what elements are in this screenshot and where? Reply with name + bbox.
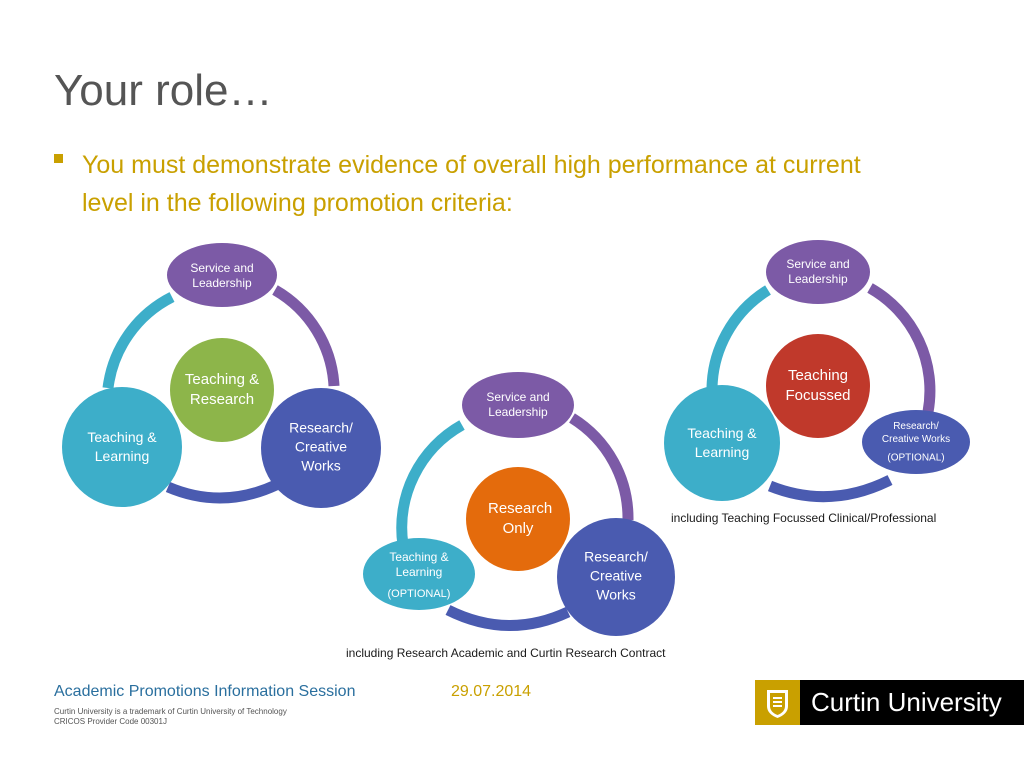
footer-date: 29.07.2014 [451, 683, 532, 700]
node-teaching-learning-optional [363, 538, 475, 610]
label-right-service-leadership: Service and Leadership [786, 257, 850, 286]
label-left-research-creative: Research/ Creative Works [289, 419, 353, 474]
footer-trademark: Curtin University is a trademark of Curt… [54, 707, 287, 716]
footer-cricos: CRICOS Provider Code 00301J [54, 717, 167, 726]
node-research-creative [261, 388, 381, 508]
bullet-text: You must demonstrate evidence of overall… [82, 151, 861, 217]
label-mid-teaching-learning: Teaching & Learning [389, 550, 449, 579]
diagram-research-only [363, 372, 675, 636]
node-teaching-learning [664, 385, 780, 501]
label-right-center: Teaching Focussed [785, 367, 851, 404]
node-research-creative [557, 518, 675, 636]
arc-bottom [445, 605, 571, 631]
arc-right-top [867, 283, 936, 413]
label-left-service-leadership: Service and Leadership [190, 261, 254, 290]
node-center-research-only [466, 467, 570, 571]
node-center-teaching-focussed [766, 334, 870, 438]
label-left-center: Teaching & Research [184, 371, 260, 408]
node-service-leadership [766, 240, 870, 304]
arc-right-top [272, 285, 340, 387]
diagram-teaching-and-research [62, 243, 381, 508]
diagram-teaching-focussed [664, 240, 970, 503]
label-right-research-optional: (OPTIONAL) [887, 452, 945, 464]
curtin-shield-icon [755, 680, 800, 725]
label-mid-service-leadership: Service and Leadership [486, 390, 550, 419]
label-right-research-creative: Research/ Creative Works [881, 421, 951, 445]
arc-bottom [767, 475, 893, 503]
arc-right-top [569, 413, 634, 521]
arc-bottom [165, 479, 279, 504]
slide-title: Your role… [54, 66, 273, 115]
node-teaching-learning [62, 387, 182, 507]
curtin-shield-graphic [755, 680, 800, 725]
label-right-teaching-learning: Teaching & Learning [687, 425, 757, 460]
footer-legal: Curtin University is a trademark of Curt… [54, 707, 287, 727]
node-research-creative-optional [862, 410, 970, 474]
label-mid-center: Research Only [488, 500, 553, 537]
curtin-logo-text: Curtin University [811, 687, 1002, 717]
footer-session-title: Academic Promotions Information Session [54, 683, 356, 700]
bullet-square-icon [54, 154, 63, 163]
caption-teaching-focussed: including Teaching Focussed Clinical/Pro… [671, 511, 937, 525]
node-service-leadership [462, 372, 574, 438]
caption-research-only: including Research Academic and Curtin R… [346, 646, 666, 660]
bullet-point: You must demonstrate evidence of overall… [54, 146, 914, 222]
arc-left-top [396, 420, 465, 546]
node-service-leadership [167, 243, 277, 307]
arc-left-top [102, 292, 175, 389]
curtin-logo: Curtin University [755, 680, 1024, 725]
label-mid-teaching-optional: (OPTIONAL) [387, 588, 451, 600]
arc-left-top [706, 285, 771, 393]
label-left-teaching-learning: Teaching & Learning [87, 429, 157, 464]
label-mid-research-creative: Research/ Creative Works [584, 548, 648, 603]
node-center-teaching-research [170, 338, 274, 442]
